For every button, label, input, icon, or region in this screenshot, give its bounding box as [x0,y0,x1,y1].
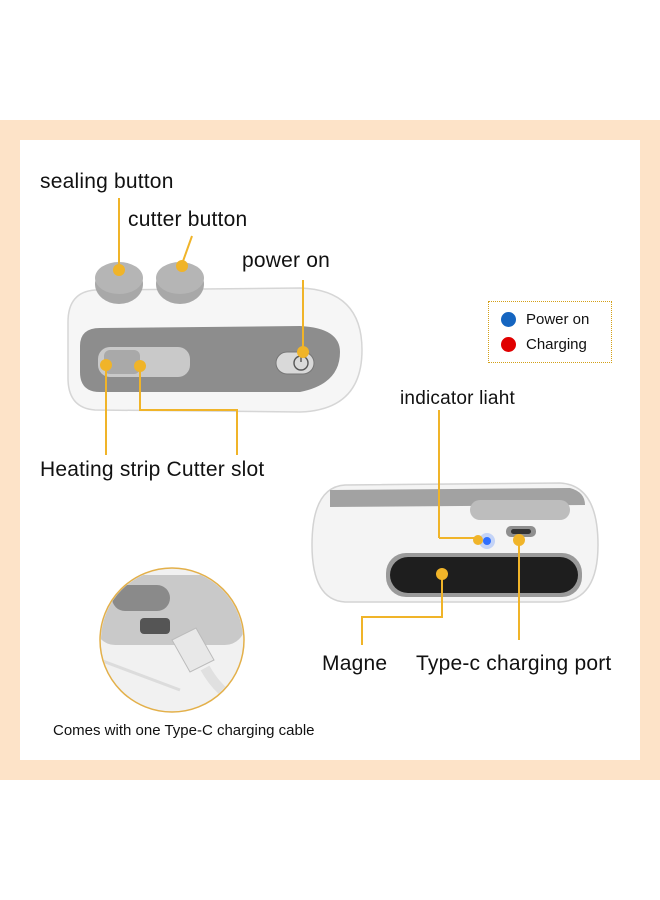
legend-item-charging: Charging [501,336,587,353]
heating-strip-cutter-slot-label: Heating strip Cutter slot [40,458,265,481]
power-on-label: power on [242,249,330,272]
type-c-port-label: Type-c charging port [416,652,612,675]
red-dot-icon [501,337,516,352]
blue-dot-icon [501,312,516,327]
callout-dots [100,260,525,580]
cutter-button-label: cutter button [128,208,248,231]
indicator-light-label: indicator liaht [400,388,515,409]
sealing-button-label: sealing button [40,170,174,193]
magnet-label: Magne [322,652,388,675]
charging-cable-illustration [99,567,245,713]
legend-label: Power on [526,311,590,328]
legend-label: Charging [526,336,587,353]
sealer-device-side-view [67,262,363,413]
callout-lines [105,198,520,645]
indicator-legend: Power on Charging [488,301,612,363]
legend-item-power-on: Power on [501,311,589,328]
cable-caption: Comes with one Type-C charging cable [53,722,315,739]
sealer-device-front-view [311,482,599,603]
